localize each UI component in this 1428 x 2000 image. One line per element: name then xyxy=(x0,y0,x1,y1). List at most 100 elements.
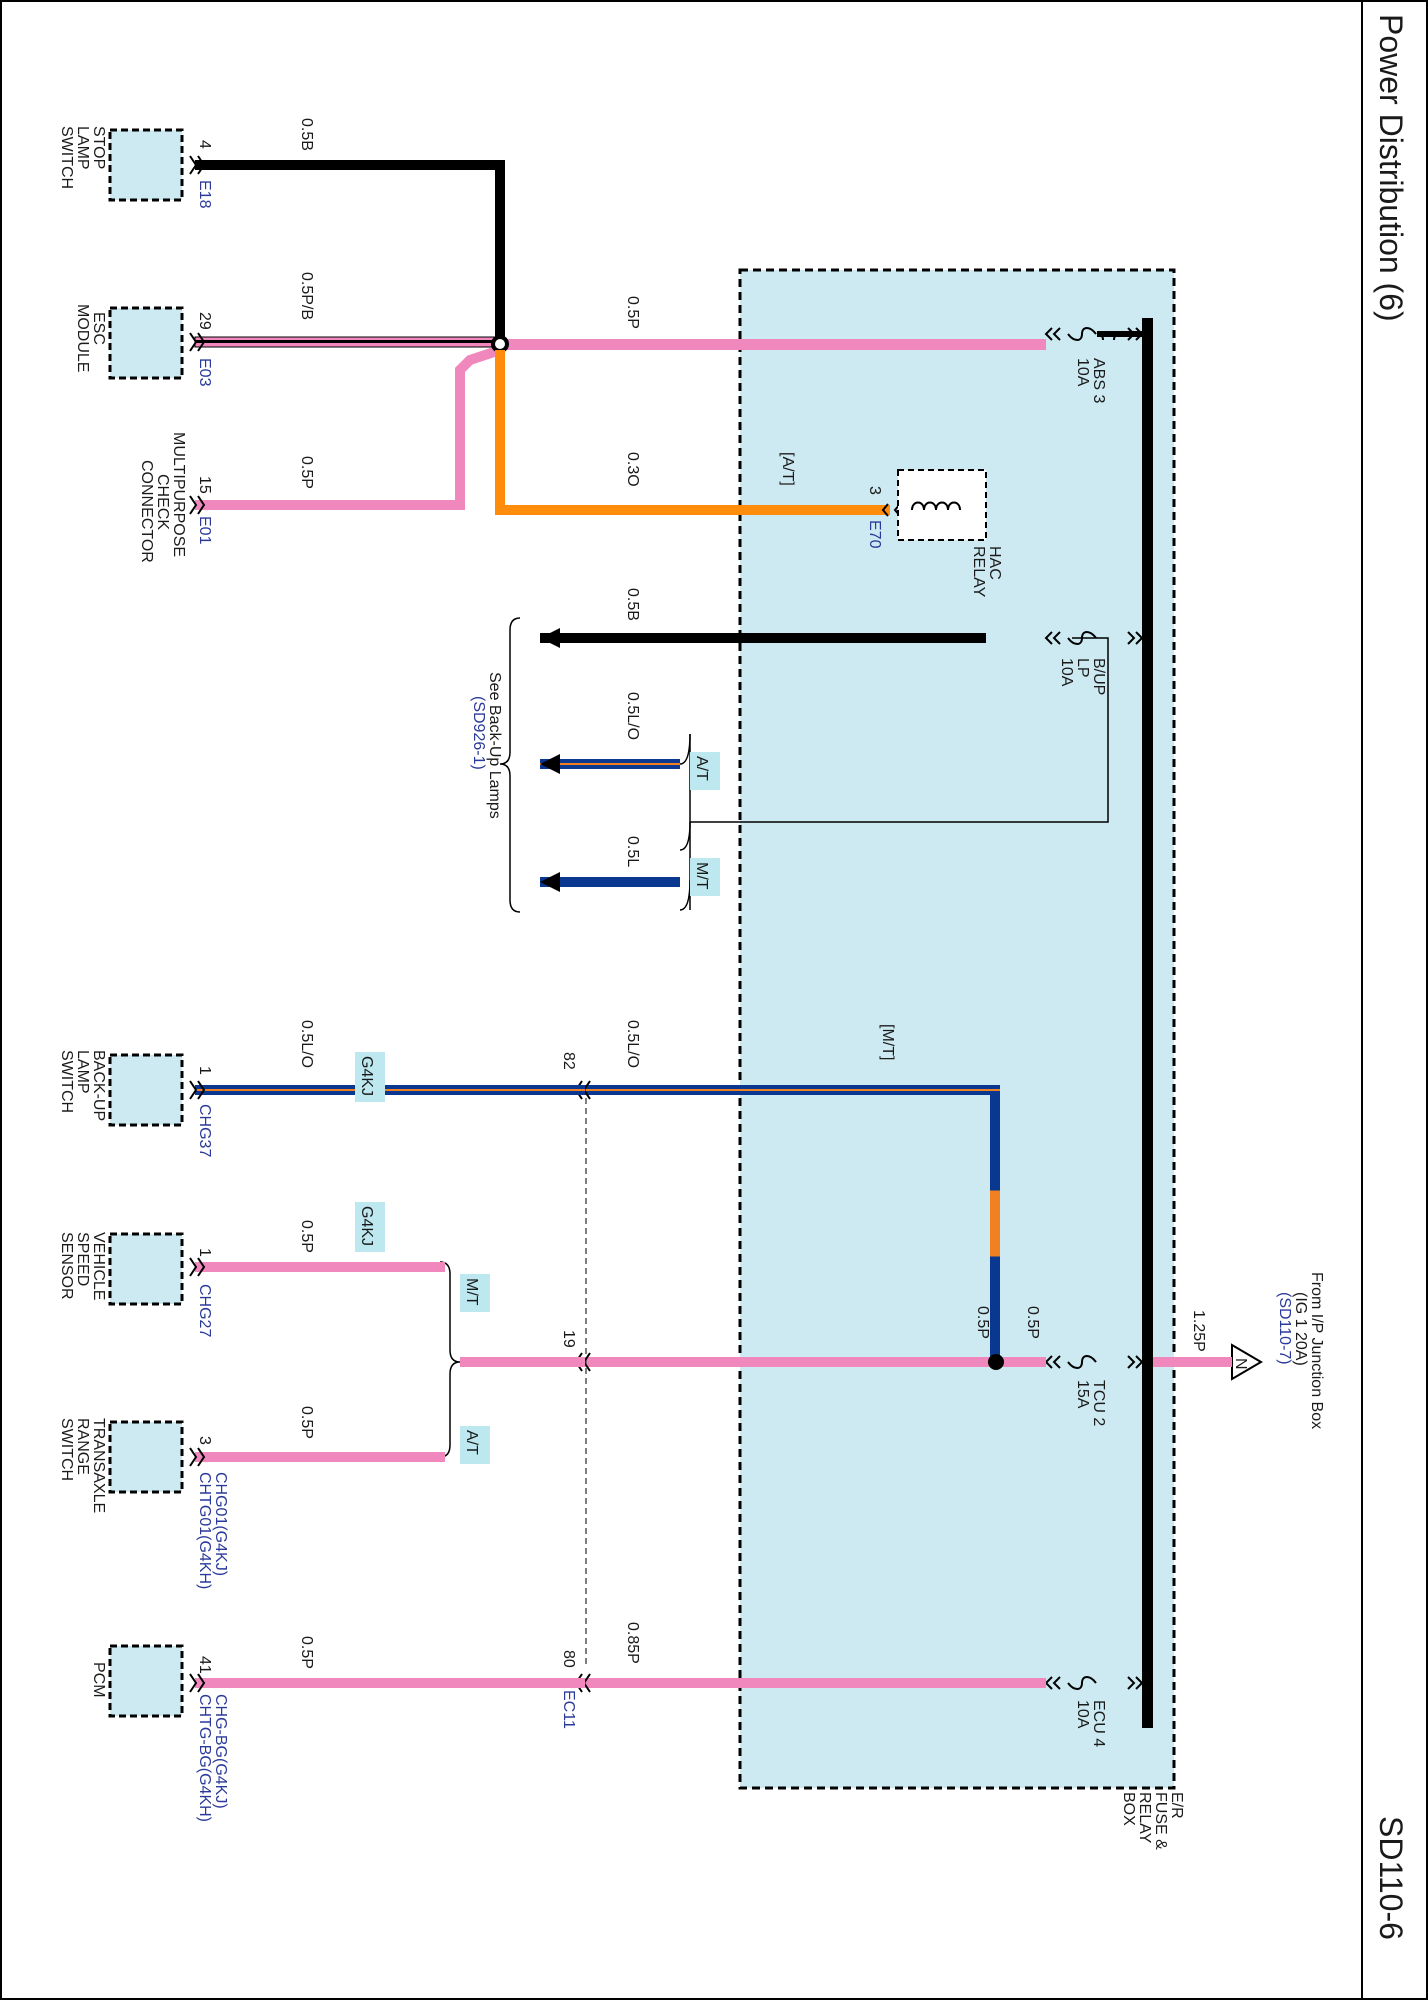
ecu4-wire xyxy=(580,1678,1046,1688)
svg-text:VEHICLE: VEHICLE xyxy=(90,1232,107,1300)
ec11-pin-ecu: 80 xyxy=(560,1650,577,1668)
backup-switch-fuse-wire-label: 0.5L/O xyxy=(624,1020,641,1068)
svg-text:From I/P Junction Box: From I/P Junction Box xyxy=(1308,1272,1325,1429)
svg-text:RELAY: RELAY xyxy=(1136,1792,1153,1844)
abs3-main-wire xyxy=(500,339,1046,350)
esc-module-label: ESC MODULE xyxy=(74,304,107,372)
svg-text:ECU 4: ECU 4 xyxy=(1090,1700,1107,1747)
svg-text:29: 29 xyxy=(196,312,213,330)
pcm-connector-g4kh: CHTG-BG(G4KH) xyxy=(196,1694,213,1822)
source-letter: N xyxy=(1232,1358,1249,1370)
mpcc-label: MULTIPURPOSE CHECK CONNECTOR xyxy=(138,432,187,563)
svg-text:SPEED: SPEED xyxy=(74,1232,91,1286)
at-lamp-wire xyxy=(540,759,680,769)
ec11-pin-tcu: 19 xyxy=(560,1330,577,1348)
svg-text:1: 1 xyxy=(196,1066,213,1075)
svg-text:CONNECTOR: CONNECTOR xyxy=(138,460,155,563)
fuse-box-label: E/R FUSE & RELAY BOX xyxy=(1120,1792,1185,1850)
trs-wire xyxy=(195,1452,445,1462)
backup-lamp-switch-label: BACK-UP LAMP SWITCH xyxy=(58,1050,107,1121)
svg-text:LP: LP xyxy=(1074,658,1091,678)
svg-text:RELAY: RELAY xyxy=(970,546,987,598)
svg-text:(SD926-1): (SD926-1) xyxy=(470,696,487,770)
at-lamp-arrow-icon xyxy=(540,754,560,774)
hac-wire xyxy=(495,505,890,515)
hac-wire-label: 0.3O xyxy=(624,452,641,487)
source-label: From I/P Junction Box (IG 1 20A) (SD110-… xyxy=(1276,1272,1325,1429)
svg-text:4: 4 xyxy=(196,140,213,149)
mt-option-tag: M/T xyxy=(693,862,710,890)
tcu2-short-wire xyxy=(995,1357,1046,1367)
ecu4-fuse-icon xyxy=(1067,1676,1097,1690)
source-wire-label: 1.25P xyxy=(1190,1310,1207,1352)
transaxle-range-switch-label: TRANSAXLE RANGE SWITCH xyxy=(58,1418,107,1513)
ec11-connector-label: EC11 xyxy=(560,1690,577,1729)
hac-relay-label: HAC RELAY xyxy=(970,546,1003,598)
trs-option-tag: A/T xyxy=(463,1430,480,1455)
backup-option-label: [M/T] xyxy=(879,1024,896,1060)
trs-wire-label: 0.5P xyxy=(298,1406,315,1439)
hac-connector: E70 xyxy=(866,520,883,549)
hac-wire-vertical xyxy=(495,350,505,515)
bup-fuse-label: B/UP LP 10A xyxy=(1058,658,1107,695)
svg-text:15A: 15A xyxy=(1074,1380,1091,1409)
svg-text:10A: 10A xyxy=(1074,358,1091,387)
power-busbar xyxy=(1142,318,1153,1728)
mt-lamp-wire-label: 0.5L xyxy=(624,836,641,867)
tcu-splice-dot xyxy=(988,1354,1004,1370)
svg-text:LAMP: LAMP xyxy=(74,1050,91,1094)
svg-text:FUSE &: FUSE & xyxy=(1152,1792,1169,1850)
mt-lamp-wire xyxy=(540,877,680,887)
esc-connector: E03 xyxy=(196,358,213,387)
mpcc-wire xyxy=(195,500,465,510)
tcu2-fuse-label: TCU 2 15A xyxy=(1074,1380,1107,1426)
svg-text:RANGE: RANGE xyxy=(74,1418,91,1475)
tcu2-fuse-icon xyxy=(1067,1355,1097,1369)
backup-lamp-switch xyxy=(108,1053,184,1127)
backup-switch-connector: CHG37 xyxy=(196,1104,213,1157)
bup-wire xyxy=(540,633,986,643)
hac-option-label: [A/T] xyxy=(779,452,796,486)
svg-text:1: 1 xyxy=(196,1248,213,1257)
pcm-module xyxy=(108,1644,184,1718)
svg-text:3: 3 xyxy=(196,1436,213,1445)
vehicle-speed-sensor-label: VEHICLE SPEED SENSOR xyxy=(58,1232,107,1300)
at-lamp-wire-label: 0.5L/O xyxy=(624,692,641,740)
tcu2-wire-label-a: 0.5P xyxy=(974,1306,991,1339)
backup-engine-tag: G4KJ xyxy=(358,1056,375,1096)
svg-text:10A: 10A xyxy=(1058,658,1075,687)
svg-text:LAMP: LAMP xyxy=(74,126,91,170)
stop-lamp-wire-vertical xyxy=(495,160,505,345)
page-title: Power Distribution (6) xyxy=(1373,14,1409,322)
svg-text:SWITCH: SWITCH xyxy=(58,1418,75,1481)
pcm-connector-g4kj: CHG-BG(G4KJ) xyxy=(212,1694,229,1809)
stop-lamp-connector: E18 xyxy=(196,180,213,209)
svg-text:TCU 2: TCU 2 xyxy=(1090,1380,1107,1426)
source-wire xyxy=(1153,1357,1232,1367)
svg-text:15: 15 xyxy=(196,476,213,494)
hac-pin: 3 xyxy=(866,486,883,495)
transaxle-range-switch xyxy=(108,1420,184,1494)
reference-bracket xyxy=(499,617,521,913)
svg-text:SENSOR: SENSOR xyxy=(58,1232,75,1300)
hac-relay xyxy=(897,469,987,541)
ec11-pin-backup: 82 xyxy=(560,1052,577,1070)
svg-text:SWITCH: SWITCH xyxy=(58,1050,75,1113)
abs3-fuse-label: ABS 3 10A xyxy=(1074,358,1107,403)
bup-wire-label: 0.5B xyxy=(624,588,641,621)
svg-text:BOX: BOX xyxy=(1120,1792,1137,1826)
svg-text:STOP: STOP xyxy=(90,126,107,169)
svg-text:MULTIPURPOSE: MULTIPURPOSE xyxy=(170,432,187,557)
mpcc-connector: E01 xyxy=(196,516,213,545)
relay-coil-icon xyxy=(911,501,961,511)
backup-switch-wire-upper xyxy=(580,1085,1000,1095)
svg-text:(SD110-7): (SD110-7) xyxy=(1276,1292,1293,1365)
stop-lamp-switch-label: STOP LAMP SWITCH xyxy=(58,126,107,189)
svg-text:B/UP: B/UP xyxy=(1090,658,1107,695)
pcm-label: PCM xyxy=(90,1662,107,1698)
backup-switch-wire-vertical xyxy=(990,1085,1000,1362)
svg-text:HAC: HAC xyxy=(986,546,1003,580)
trs-connector-g4kh: CHTG01(G4KH) xyxy=(196,1472,213,1589)
